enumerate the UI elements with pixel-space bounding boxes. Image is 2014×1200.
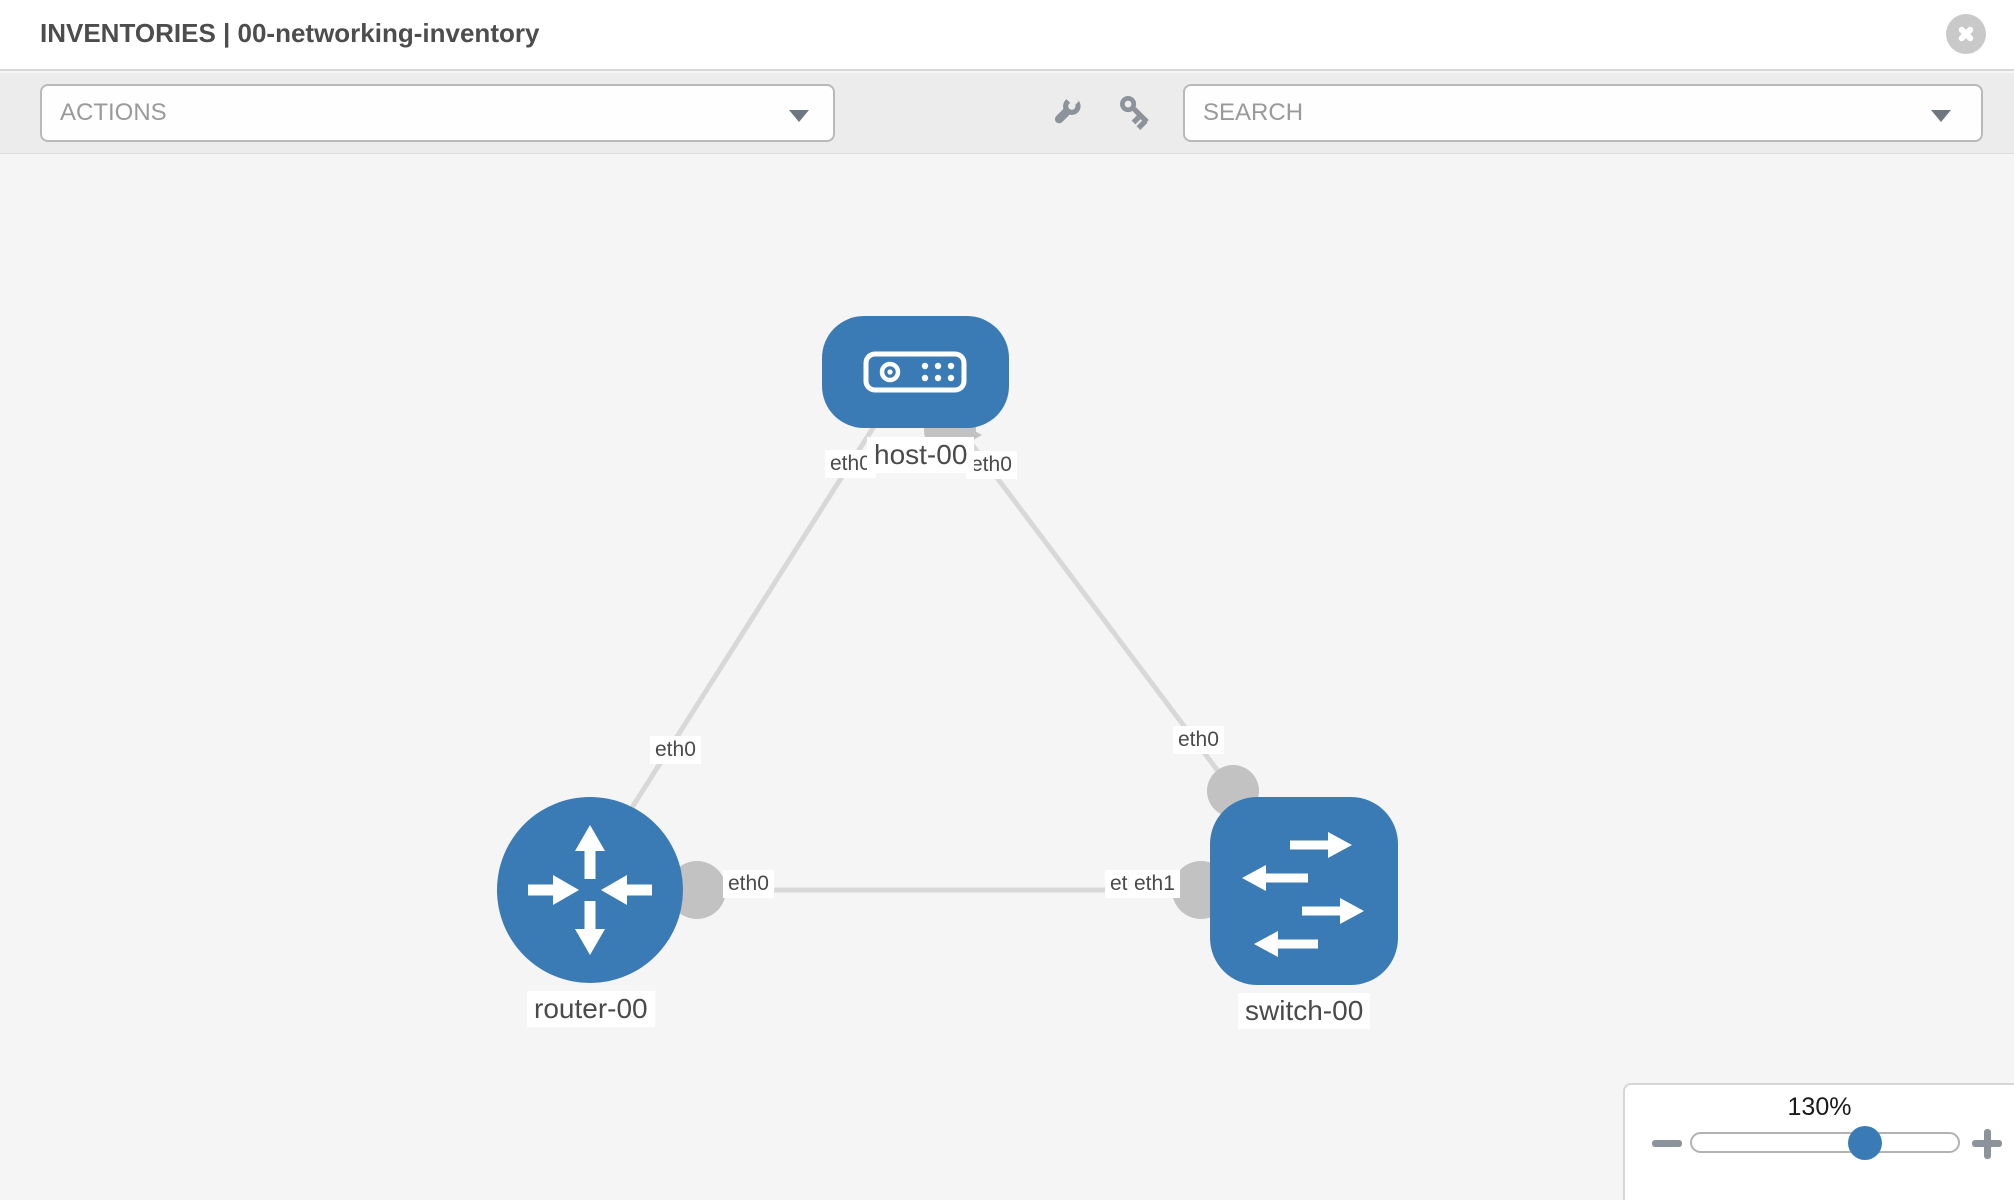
zoom-out-button[interactable] <box>1645 1122 1689 1166</box>
wrench-icon <box>1054 96 1081 123</box>
switch-node-shape <box>1210 797 1398 985</box>
node-switch-00[interactable] <box>1210 797 1398 985</box>
node-label-router: router-00 <box>527 991 655 1027</box>
chevron-down-icon <box>789 110 809 122</box>
router-node-shape <box>497 797 683 983</box>
host-icon <box>863 351 967 393</box>
node-host-00[interactable] <box>822 316 1009 428</box>
minus-icon <box>1652 1140 1682 1147</box>
actions-dropdown-label: ACTIONS <box>60 99 167 126</box>
close-button[interactable] <box>1946 14 1986 54</box>
search-dropdown[interactable]: SEARCH <box>1183 84 1983 142</box>
interface-circle-router <box>668 861 726 919</box>
plus-icon <box>1983 1128 1991 1159</box>
actions-dropdown[interactable]: ACTIONS <box>40 84 835 142</box>
interface-label: eth0 <box>1173 726 1224 754</box>
node-label-host: host-00 <box>867 437 975 473</box>
router-icon <box>528 825 652 955</box>
edges <box>597 416 1235 893</box>
interface-circles <box>668 404 1259 919</box>
header: INVENTORIES | 00-networking-inventory <box>0 0 2014 71</box>
search-dropdown-label: SEARCH <box>1203 99 1304 126</box>
page-title: INVENTORIES | 00-networking-inventory <box>40 18 540 48</box>
switch-icon <box>1242 832 1364 957</box>
credentials-button[interactable] <box>1110 85 1162 141</box>
zoom-in-button[interactable] <box>1965 1122 2009 1166</box>
host-node-shape <box>822 316 1009 428</box>
toolbar: ACTIONS <box>0 73 2014 154</box>
zoom-panel: 130% <box>1623 1083 2014 1200</box>
configure-button[interactable] <box>1040 85 1092 141</box>
key-icon <box>1120 95 1149 130</box>
edge-host-router[interactable] <box>597 418 881 860</box>
interface-label: eth0 <box>723 870 774 898</box>
zoom-value: 130% <box>1787 1093 1852 1121</box>
node-router-00[interactable] <box>497 797 683 983</box>
interface-label: eth0 <box>650 736 701 764</box>
interface-label: eth0 <box>966 451 1017 479</box>
node-label-switch: switch-00 <box>1238 993 1371 1029</box>
zoom-slider-knob[interactable] <box>1848 1126 1882 1160</box>
chevron-down-icon <box>1931 110 1951 122</box>
interface-label: eth1 <box>1129 870 1180 898</box>
zoom-slider-track[interactable] <box>1690 1126 1960 1160</box>
